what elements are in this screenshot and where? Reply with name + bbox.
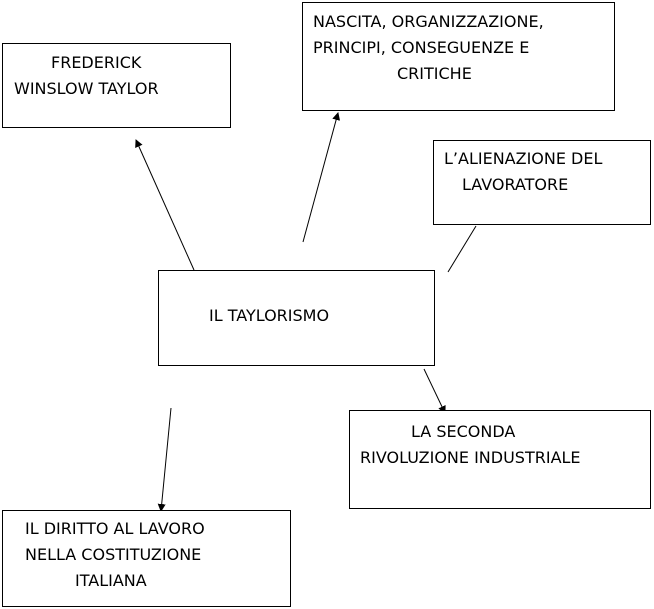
line-to-alienazione (447, 225, 477, 273)
node-seconda-line-2: RIVOLUZIONE INDUSTRIALE (360, 448, 581, 467)
node-alienazione-line-1: L’ALIENAZIONE DEL (444, 149, 603, 168)
node-nascita-line-2: PRINCIPI, CONSEGUENZE E (313, 38, 530, 57)
node-frederick-taylor-line-1: FREDERICK (51, 53, 142, 72)
arrow-to-seconda (423, 368, 446, 414)
node-diritto-line-3: ITALIANA (75, 571, 147, 590)
arrow-to-nascita (302, 112, 341, 243)
node-alienazione-lavoratore: L’ALIENAZIONE DEL LAVORATORE (433, 140, 651, 225)
node-seconda-line-1: LA SECONDA (411, 422, 516, 441)
node-nascita-organizzazione: NASCITA, ORGANIZZAZIONE, PRINCIPI, CONSE… (302, 2, 615, 111)
arrow-to-diritto (157, 407, 172, 512)
node-frederick-taylor: FREDERICK WINSLOW TAYLOR (2, 43, 231, 128)
arrow-to-taylor (135, 139, 195, 271)
node-diritto-line-2: NELLA COSTITUZIONE (25, 545, 202, 564)
node-frederick-taylor-line-2: WINSLOW TAYLOR (14, 79, 159, 98)
node-nascita-line-1: NASCITA, ORGANIZZAZIONE, (313, 12, 544, 31)
node-diritto-line-1: IL DIRITTO AL LAVORO (25, 519, 205, 538)
node-nascita-line-3: CRITICHE (397, 64, 472, 83)
center-node-label: IL TAYLORISMO (209, 306, 330, 325)
node-seconda-rivoluzione: LA SECONDA RIVOLUZIONE INDUSTRIALE (349, 410, 651, 509)
node-alienazione-line-2: LAVORATORE (462, 175, 569, 194)
center-node-taylorismo: IL TAYLORISMO (158, 270, 435, 366)
node-diritto-lavoro: IL DIRITTO AL LAVORO NELLA COSTITUZIONE … (2, 510, 291, 607)
